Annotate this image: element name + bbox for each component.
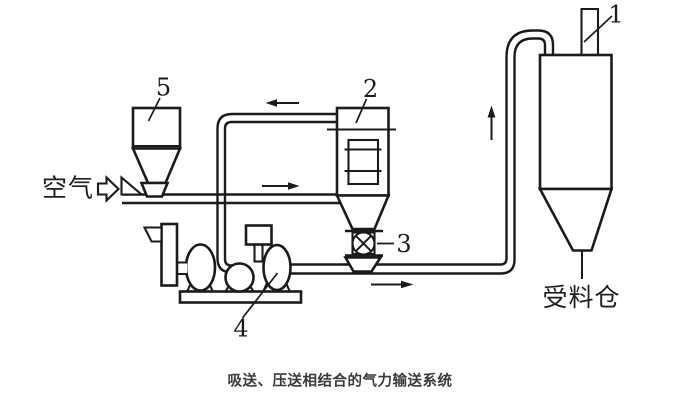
leader-part1 [583, 15, 613, 43]
silo-body [538, 53, 613, 191]
silo-cone [537, 187, 614, 252]
receiving-silo-label: 受料仓 [542, 283, 620, 312]
blower-lobe-left [184, 243, 217, 292]
leader-lines [147, 15, 613, 319]
discharge-riser-pipe [290, 29, 555, 275]
part-label-2: 2 [363, 75, 378, 103]
separator-filter [347, 138, 380, 186]
blower-unit [142, 222, 303, 304]
flow-arrow-up-riser-icon [487, 105, 496, 140]
air-inlet-nozzle [120, 175, 145, 196]
air-inlet [96, 175, 145, 203]
separator-cone [334, 194, 391, 231]
part-label-3: 3 [396, 230, 411, 258]
blower-base-plate [178, 290, 303, 304]
flow-arrow-right-suction-icon [262, 182, 300, 190]
receiving-silo [537, 7, 614, 279]
part-label-1: 1 [608, 1, 623, 29]
separator [327, 106, 396, 231]
motor-box [244, 224, 273, 246]
leader-part5 [147, 97, 161, 122]
part-label-4: 4 [233, 315, 248, 343]
feed-hopper [131, 106, 182, 198]
blower-center-casing [224, 262, 255, 293]
hopper-cone [131, 147, 182, 185]
rotary-valve [343, 229, 383, 273]
part-label-5: 5 [156, 74, 171, 102]
air-inlet-arrow-icon [96, 175, 121, 203]
motor-stem [253, 242, 264, 263]
flow-arrow-right-discharge-icon [371, 280, 414, 289]
valve-discharge-bowl [343, 256, 383, 273]
hopper-body [131, 106, 182, 150]
blower-lobe-right [262, 243, 292, 292]
blower-inlet-stub [176, 262, 187, 274]
flow-arrow-left-icon [265, 99, 299, 107]
diagram-caption: 吸送、压送相结合的气力输送系统 [228, 372, 453, 390]
silo-vent-pipe [580, 7, 600, 56]
leader-part2 [355, 98, 368, 124]
leader-part4 [241, 272, 279, 319]
silencer-hook [142, 226, 163, 243]
air-inlet-label: 空气 [42, 174, 94, 203]
hopper-outlet-collar [139, 181, 170, 198]
silencer-column [160, 222, 179, 287]
